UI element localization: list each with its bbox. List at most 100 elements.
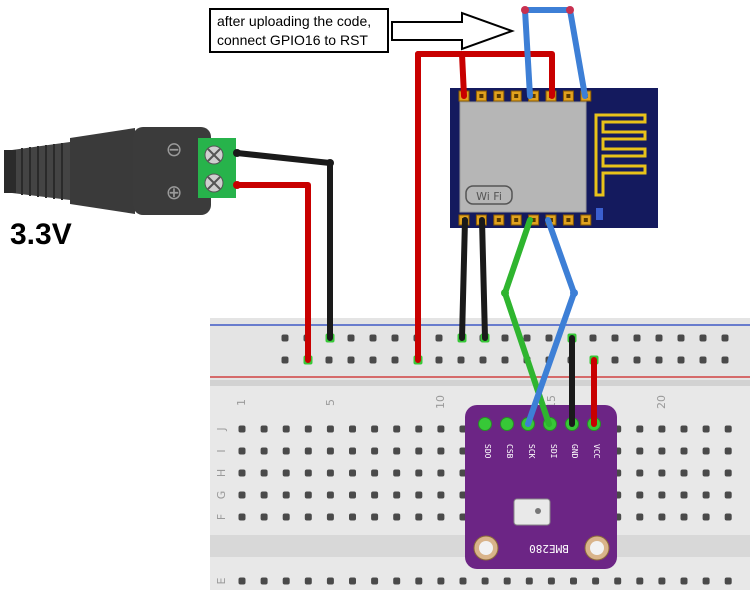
row-letter: H (215, 469, 228, 477)
breadboard-hole (633, 356, 641, 364)
minus-symbol: ⊖ (166, 137, 183, 161)
breadboard-hole (525, 577, 533, 585)
breadboard-hole (349, 513, 356, 521)
breadboard-hole (614, 577, 622, 585)
breadboard-hole (282, 577, 290, 585)
jack-body (70, 128, 135, 214)
esp8266-module: Wi Fi (450, 88, 658, 228)
breadboard-hole (260, 513, 268, 521)
breadboard-hole (347, 334, 355, 342)
breadboard-hole (349, 425, 356, 433)
breadboard-hole (238, 425, 246, 433)
breadboard-hole (680, 491, 688, 499)
breadboard-hole (437, 577, 445, 585)
sensor-name: BME280 (529, 542, 569, 555)
breadboard-hole (658, 447, 666, 455)
annotation-line-2: connect GPIO16 to RST (217, 32, 368, 48)
breadboard-hole (479, 356, 487, 364)
sensor-pin-pad (478, 417, 492, 431)
breadboard-hole (435, 334, 443, 342)
wire-black-esp-gnd-1 (459, 217, 468, 341)
breadboard-hole (636, 491, 644, 499)
breadboard-hole (326, 491, 334, 499)
breadboard-hole (393, 513, 401, 521)
breadboard-hole (680, 447, 688, 455)
row-letter: J (215, 427, 228, 431)
breadboard-hole (391, 334, 399, 342)
breadboard-hole (658, 425, 666, 433)
rail-divider (210, 380, 750, 386)
breadboard-hole (589, 334, 597, 342)
breadboard-hole (304, 513, 312, 521)
breadboard-hole (636, 469, 644, 477)
column-number: 10 (434, 395, 447, 409)
row-letter: E (215, 577, 228, 584)
breadboard-hole (369, 334, 377, 342)
breadboard-hole (437, 425, 445, 433)
breadboard-hole (459, 469, 467, 477)
breadboard-hole (547, 577, 555, 585)
wire-red-jack-vcc (234, 182, 311, 363)
breadboard-hole (592, 577, 600, 585)
breadboard-hole (459, 491, 467, 499)
led-icon (596, 208, 603, 220)
voltage-label: 3.3V (10, 218, 72, 251)
row-letter: F (215, 514, 228, 520)
breadboard-hole (435, 356, 443, 364)
breadboard-hole (523, 334, 531, 342)
breadboard-hole (481, 577, 489, 585)
breadboard-hole (393, 577, 401, 585)
row-letters: J I H G F E (215, 427, 228, 584)
breadboard-hole (371, 513, 379, 521)
breadboard-hole (633, 334, 641, 342)
sensor-chip (513, 498, 551, 526)
breadboard-hole (304, 447, 312, 455)
breadboard-hole (415, 577, 423, 585)
breadboard-hole (437, 447, 445, 455)
sensor-pin-pad (500, 417, 514, 431)
sensor-pin-labels: SDO CSB SCK SDI GND VCC (483, 444, 601, 459)
breadboard-hole (437, 469, 445, 477)
breadboard-hole (677, 334, 685, 342)
breadboard-hole (369, 356, 377, 364)
wire-red-esp-chpd (415, 51, 467, 99)
breadboard-hole (238, 577, 246, 585)
sensor-port-icon (535, 508, 541, 514)
breadboard-hole (415, 469, 423, 477)
breadboard-hole (349, 447, 356, 455)
breadboard-hole (702, 513, 710, 521)
row-letter: I (215, 449, 228, 452)
breadboard-hole (260, 447, 268, 455)
breadboard-hole (260, 491, 268, 499)
wire-red-esp-vcc-rail (415, 51, 555, 363)
breadboard-hole (260, 425, 268, 433)
breadboard-hole (238, 447, 246, 455)
breadboard-hole (680, 513, 688, 521)
wire-black-jack-ground (234, 150, 333, 341)
breadboard-hole (724, 425, 732, 433)
breadboard-hole (702, 491, 710, 499)
breadboard-hole (238, 469, 246, 477)
breadboard-hole (326, 469, 334, 477)
wire-black-esp-gnd-2 (479, 217, 488, 341)
breadboard-hole (611, 334, 619, 342)
breadboard-hole (282, 425, 290, 433)
breadboard-hole (501, 356, 509, 364)
breadboard-hole (349, 577, 356, 585)
breadboard-hole (326, 577, 334, 585)
breadboard-hole (459, 513, 467, 521)
pin-label-gnd: GND (570, 444, 579, 459)
breadboard-hole (304, 491, 312, 499)
breadboard-hole (457, 356, 465, 364)
breadboard-hole (545, 334, 553, 342)
row-letter: G (215, 491, 228, 500)
breadboard-hole (459, 577, 467, 585)
pin-label-csb: CSB (505, 444, 514, 459)
jack-housing (133, 127, 211, 215)
jack-tip (4, 150, 16, 193)
plus-symbol: ⊕ (166, 180, 183, 204)
breadboard-hole (238, 491, 246, 499)
breadboard-hole (349, 491, 356, 499)
breadboard-hole (282, 491, 290, 499)
breadboard-hole (721, 356, 729, 364)
